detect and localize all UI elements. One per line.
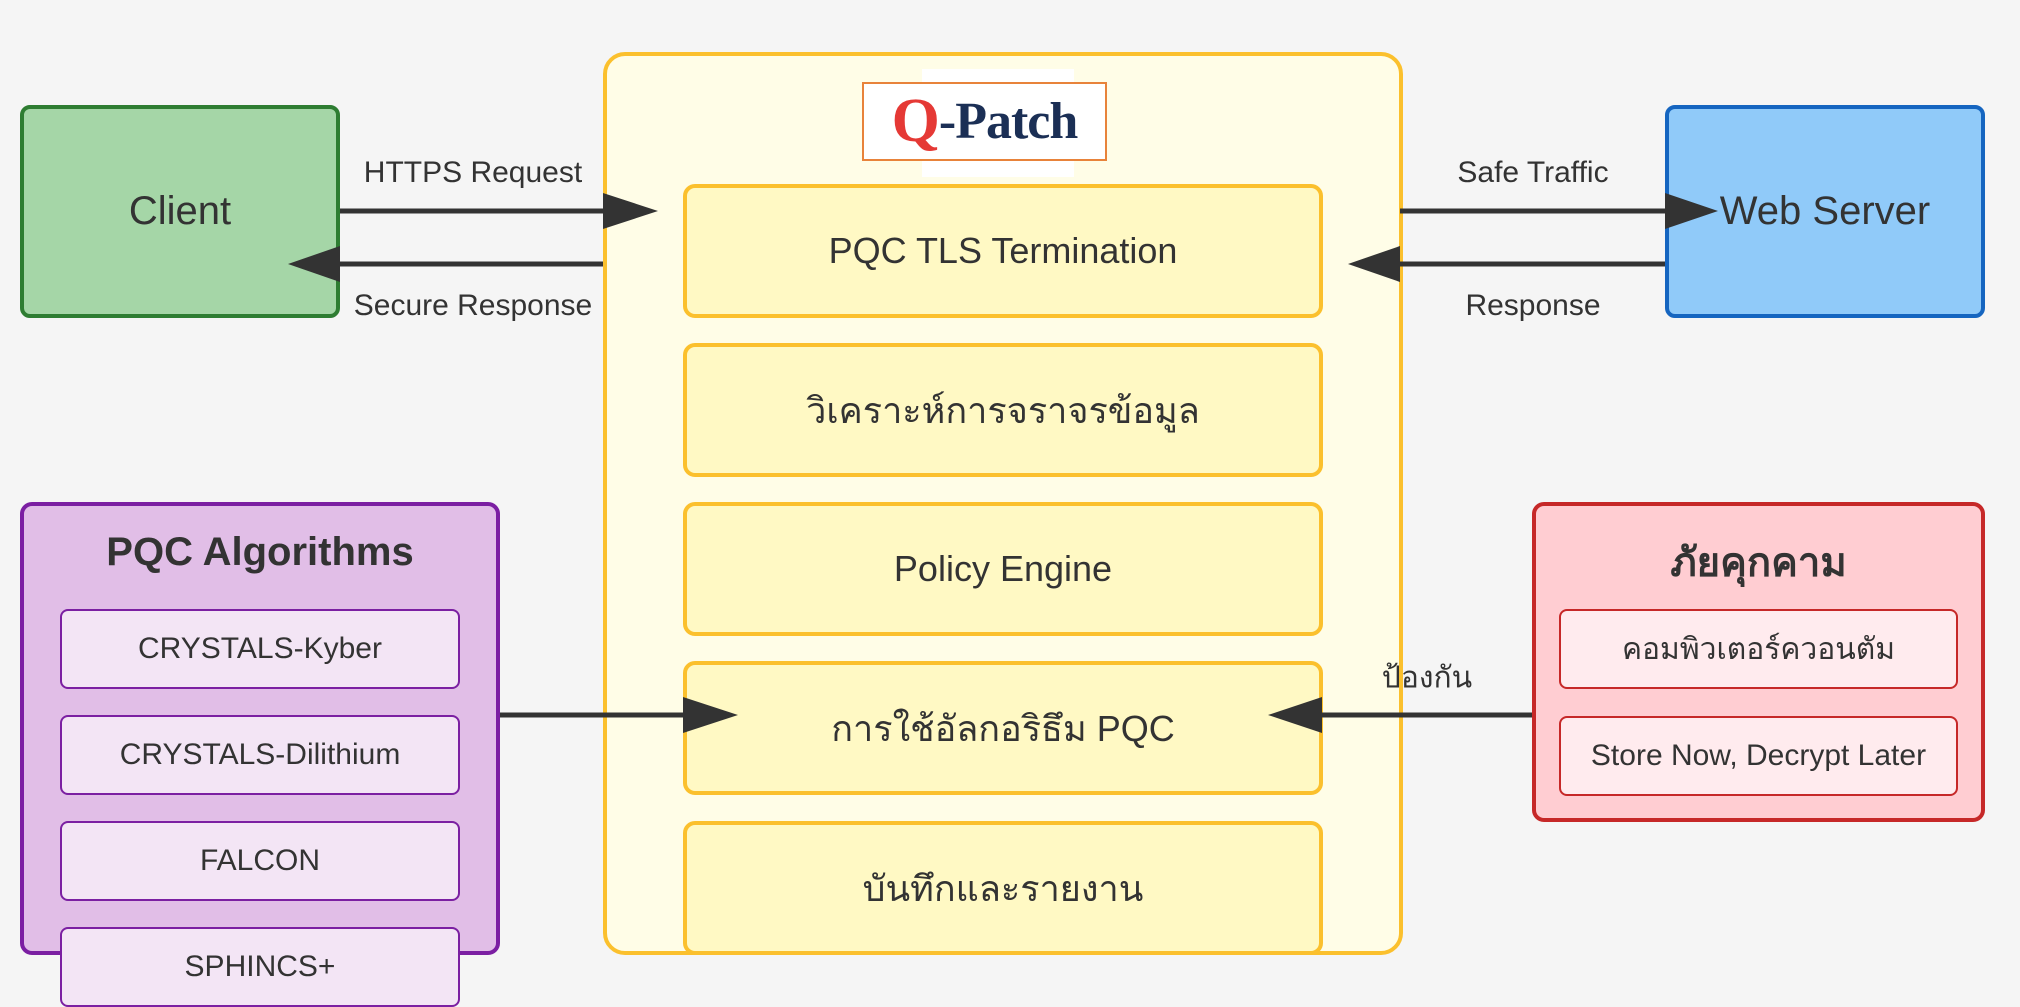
threat-label: Store Now, Decrypt Later [1590, 739, 1927, 772]
stage-label: บันทึกและรายงาน [862, 867, 1144, 909]
logo-q: Q [891, 87, 940, 155]
algorithm-item[interactable]: CRYSTALS-Kyber [60, 609, 460, 689]
client-node[interactable]: Client [20, 105, 340, 318]
algorithm-item[interactable]: FALCON [60, 821, 460, 901]
threats-title: ภัยคุกคาม [1670, 541, 1847, 585]
label-secure-response: Secure Response [353, 289, 593, 322]
logo-text: -Patch [938, 93, 1078, 150]
web-server-label: Web Server [1719, 189, 1931, 233]
web-server-node[interactable]: Web Server [1665, 105, 1985, 318]
stage-logging-reporting[interactable]: บันทึกและรายงาน [683, 821, 1323, 955]
stage-traffic-analysis[interactable]: วิเคราะห์การจราจรข้อมูล [683, 343, 1323, 477]
algorithm-item[interactable]: CRYSTALS-Dilithium [60, 715, 460, 795]
stage-pqc-algorithm-usage[interactable]: การใช้อัลกอริธึม PQC [683, 661, 1323, 795]
threat-item[interactable]: คอมพิวเตอร์ควอนตัม [1559, 609, 1958, 689]
stage-label: PQC TLS Termination [828, 230, 1178, 271]
algorithm-label: CRYSTALS-Kyber [138, 632, 382, 665]
stage-policy-engine[interactable]: Policy Engine [683, 502, 1323, 636]
stage-label: วิเคราะห์การจราจรข้อมูล [806, 389, 1200, 431]
threat-item[interactable]: Store Now, Decrypt Later [1559, 716, 1958, 796]
threat-label: คอมพิวเตอร์ควอนตัม [1621, 632, 1896, 666]
algorithm-label: SPHINCS+ [184, 950, 336, 983]
stage-tls-termination[interactable]: PQC TLS Termination [683, 184, 1323, 318]
algorithm-label: CRYSTALS-Dilithium [119, 738, 401, 771]
stage-label: Policy Engine [893, 548, 1113, 589]
label-protect: ป้องกัน [1381, 661, 1473, 695]
algorithm-label: FALCON [199, 844, 321, 877]
label-safe-traffic: Safe Traffic [1457, 156, 1609, 189]
algorithm-item[interactable]: SPHINCS+ [60, 927, 460, 1007]
client-label: Client [128, 189, 232, 233]
qpatch-logo: Q-Patch [862, 82, 1107, 161]
stage-label: การใช้อัลกอริธึม PQC [831, 707, 1175, 749]
label-response: Response [1465, 289, 1601, 322]
pqc-algorithms-title: PQC Algorithms [106, 530, 414, 574]
label-https-request: HTTPS Request [363, 156, 583, 189]
